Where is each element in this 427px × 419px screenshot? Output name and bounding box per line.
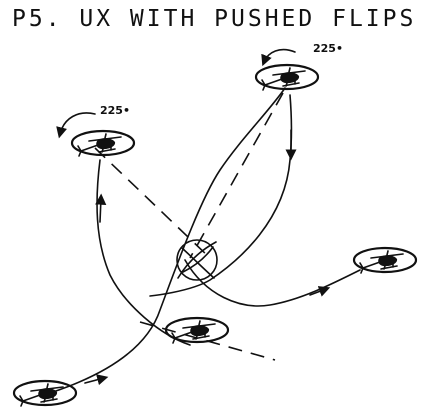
helicopter-icon-top-left [70,129,136,158]
flight-path-right-down [149,94,293,297]
crossing-point [176,239,218,281]
dashed-line-right [189,92,284,259]
helicopter-icon-center [164,316,230,345]
helicopter-icon-right [352,246,418,275]
flip-arrow-icon-right [261,48,296,67]
arrow-far-right [309,286,331,297]
arrow-bottom [84,374,109,386]
diagram-title: P5. UX WITH PUSHED FLIPS [12,6,417,32]
flip-arrow-icon-left [56,112,96,139]
flight-path-to-far-right [184,259,361,307]
arrow-left-up [95,193,107,223]
flight-path-left-loop [96,159,191,346]
flip-label-right: 225• [313,42,343,55]
helicopter-icon-bottom [12,379,78,408]
helicopter-icon-top-right [254,63,320,92]
flip-label-left: 225• [100,104,130,117]
dashed-line-left [94,147,211,259]
